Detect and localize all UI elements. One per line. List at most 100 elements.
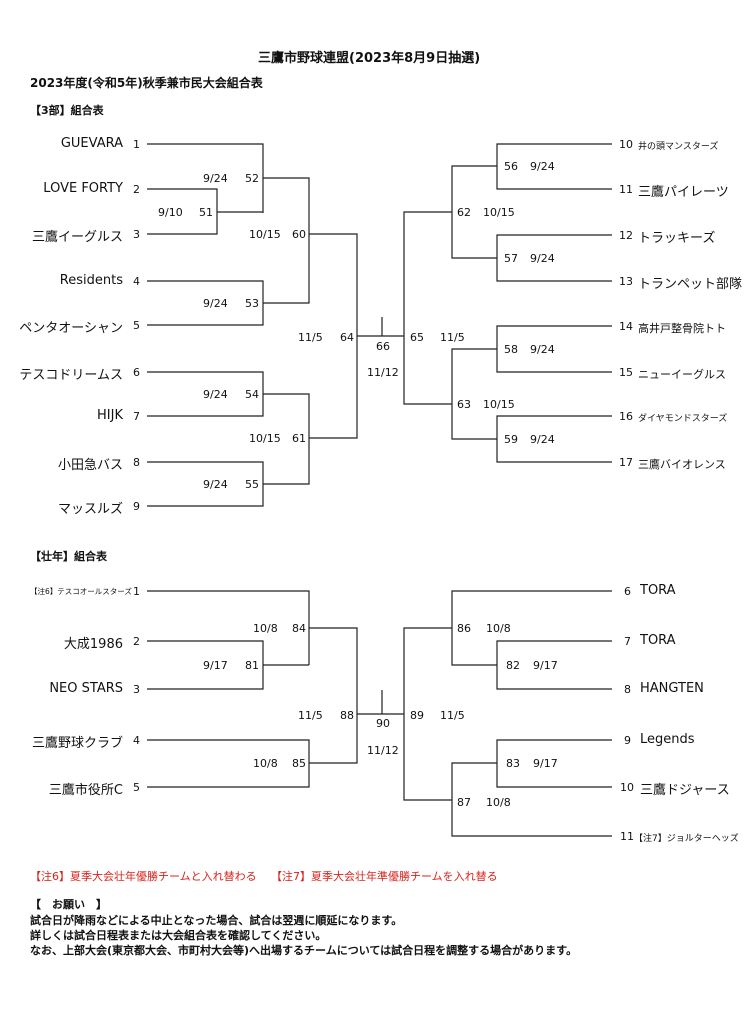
team-seed: 12 (619, 229, 633, 242)
game-date: 10/15 (483, 398, 515, 411)
game-date: 9/24 (203, 478, 228, 491)
team-name: トラッキーズ (638, 231, 716, 246)
team-seed: 1 (133, 138, 140, 151)
team-name: 三鷹バイオレンス (638, 458, 726, 471)
team-name: マッスルズ (57, 502, 123, 517)
team-seed: 9 (624, 734, 631, 747)
team-seed: 11 (619, 183, 633, 196)
final-game-number: 66 (376, 340, 390, 353)
game-number: 89 (410, 709, 424, 722)
game-number: 55 (245, 478, 259, 491)
game-number: 88 (340, 709, 354, 722)
team-name: ペンタオーシャン (19, 321, 123, 336)
game-number: 84 (292, 622, 306, 635)
game-date: 9/10 (158, 206, 183, 219)
senior-label: 【壮年】組合表 (30, 550, 107, 563)
div3-label: 【3部】組合表 (30, 104, 104, 117)
team-seed: 1 (133, 585, 140, 598)
team-name: 三鷹野球クラブ (31, 736, 123, 751)
team-name: 三鷹市役所C (48, 783, 123, 798)
game-number: 59 (504, 433, 518, 446)
game-date: 11/5 (440, 709, 465, 722)
team-name: HANGTEN (640, 681, 704, 696)
team-name: Residents (59, 273, 123, 288)
game-number: 56 (504, 160, 518, 173)
game-number: 87 (457, 796, 471, 809)
game-date: 9/24 (530, 343, 555, 356)
team-seed: 11 (620, 830, 634, 843)
game-number: 64 (340, 331, 354, 344)
game-date: 9/17 (203, 659, 228, 672)
team-seed: 10 (620, 781, 634, 794)
team-seed: 3 (133, 683, 140, 696)
team-name: ダイヤモンドスターズ (638, 414, 728, 424)
team-name: TORA (640, 583, 676, 598)
game-date: 9/24 (203, 297, 228, 310)
game-number: 82 (506, 659, 520, 672)
team-seed: 4 (133, 275, 140, 288)
team-seed: 14 (619, 320, 633, 333)
team-seed: 5 (133, 781, 140, 794)
team-name: テスコドリームス (19, 368, 123, 383)
game-number: 58 (504, 343, 518, 356)
team-seed: 7 (133, 410, 140, 423)
game-date: 11/5 (440, 331, 465, 344)
game-date: 10/15 (483, 206, 515, 219)
game-date: 9/17 (533, 757, 558, 770)
team-seed: 5 (133, 319, 140, 332)
game-number: 62 (457, 206, 471, 219)
team-seed: 6 (133, 366, 140, 379)
team-name: 大成1986 (63, 637, 123, 652)
team-seed: 2 (133, 183, 140, 196)
team-name: NEO STARS (49, 681, 123, 696)
final-game-date: 11/12 (367, 366, 399, 379)
team-name: トランペット部隊 (638, 277, 743, 292)
team-seed: 7 (624, 635, 631, 648)
team-seed: 6 (624, 585, 631, 598)
game-date: 10/15 (249, 228, 281, 241)
team-seed: 2 (133, 635, 140, 648)
team-name: 三鷹ドジャース (640, 783, 730, 798)
request-line-1: 試合日が降雨などによる中止となった場合、試合は翌週に順延になります。 (30, 914, 403, 927)
team-seed: 16 (619, 410, 633, 423)
team-name: 小田急バス (57, 458, 123, 473)
game-number: 51 (199, 206, 213, 219)
game-date: 10/8 (486, 622, 511, 635)
game-number: 65 (410, 331, 424, 344)
team-seed: 15 (619, 366, 633, 379)
team-seed: 8 (624, 683, 631, 696)
team-name: Legends (640, 732, 695, 747)
game-date: 9/24 (203, 388, 228, 401)
request-line-2: 詳しくは試合日程表または大会組合表を確認してください。 (30, 929, 327, 942)
team-seed: 8 (133, 456, 140, 469)
game-date: 9/24 (530, 160, 555, 173)
team-name: ニューイーグルス (638, 368, 726, 381)
team-name: TORA (640, 633, 676, 648)
request-title: 【 お願い 】 (30, 898, 107, 911)
game-date: 9/24 (530, 252, 555, 265)
game-date: 10/8 (486, 796, 511, 809)
game-number: 61 (292, 432, 306, 445)
game-number: 53 (245, 297, 259, 310)
note-6: 【注6】夏季大会壮年優勝チームと入れ替わる (30, 870, 257, 883)
game-number: 60 (292, 228, 306, 241)
team-name: 三鷹イーグルス (31, 230, 123, 245)
page-subtitle: 2023年度(令和5年)秋季兼市民大会組合表 (30, 76, 263, 90)
final-game-date: 11/12 (367, 744, 399, 757)
team-name: 井の頭マンスターズ (638, 142, 719, 152)
team-name: LOVE FORTY (43, 181, 123, 196)
note-7: 【注7】夏季大会壮年準優勝チームを入れ替る (271, 870, 498, 883)
game-date: 10/8 (253, 622, 278, 635)
game-number: 86 (457, 622, 471, 635)
game-date: 9/24 (203, 172, 228, 185)
game-date: 10/8 (253, 757, 278, 770)
game-number: 81 (245, 659, 259, 672)
page-title: 三鷹市野球連盟(2023年8月9日抽選) (258, 51, 481, 66)
game-date: 9/17 (533, 659, 558, 672)
team-seed: 4 (133, 734, 140, 747)
team-seed: 3 (133, 228, 140, 241)
team-name: 高井戸整骨院トト (638, 322, 726, 335)
team-seed: 17 (619, 456, 633, 469)
final-game-number: 90 (376, 717, 390, 730)
team-name: GUEVARA (60, 136, 123, 151)
